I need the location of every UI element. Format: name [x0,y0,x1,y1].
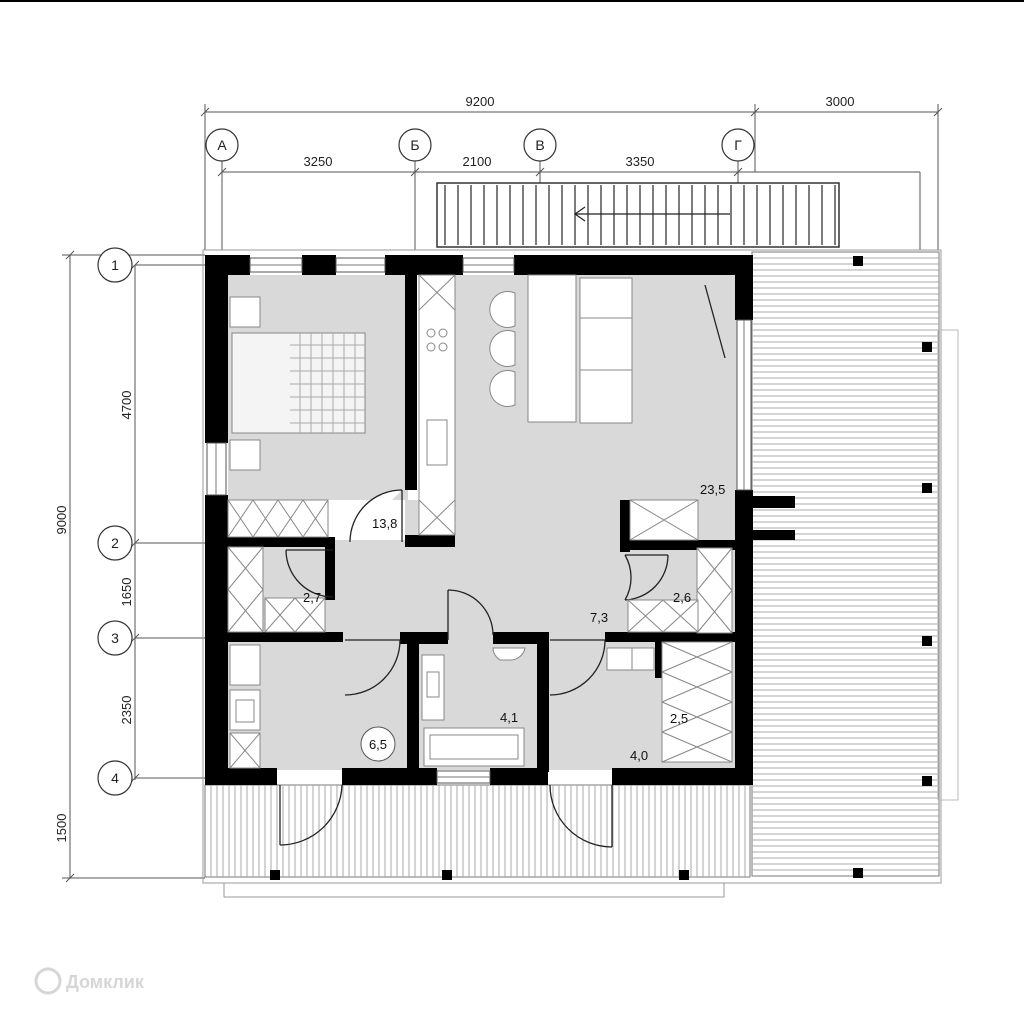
window-glazing [215,264,745,778]
area-living-kitchen: 23,5 [700,482,725,497]
dim-top-overall: 9200 [466,94,495,109]
area-bathroom: 4,1 [500,710,518,725]
axis-row-1: 1 [111,257,119,273]
area-entry: 4,0 [630,748,648,763]
watermark-text: Домклик [66,972,145,992]
axis-col-g: Г [734,137,742,153]
dim-left-34: 2350 [119,696,134,725]
terrace-posts [270,256,932,880]
walls [205,255,795,785]
porch-deck [204,784,751,878]
porch-step [223,882,725,898]
dim-left-12: 4700 [119,391,134,420]
dim-top-ab: 3250 [304,154,333,169]
axis-col-v: В [535,137,544,153]
dim-left-23: 1650 [119,578,134,607]
area-storage: 2,5 [670,711,688,726]
area-laundry: 6,5 [369,737,387,752]
area-wardrobe-left: 2,7 [303,590,321,605]
area-laundry-badge [360,726,396,762]
dim-top-vg: 3350 [626,154,655,169]
axis-row-3: 3 [111,630,119,646]
dim-left-overall: 9000 [54,506,69,535]
terrace-deck [751,251,959,877]
axis-markers [97,128,755,796]
axis-row-2: 2 [111,535,119,551]
area-bedroom: 13,8 [372,516,397,531]
furniture [227,274,733,769]
cabinet-crosses [227,274,733,769]
doors [279,284,726,848]
axis-row-4: 4 [111,770,119,786]
entrance-ramp [436,182,840,248]
area-hall: 7,3 [590,610,608,625]
axis-col-a: А [217,137,227,153]
area-wardrobe-right: 2,6 [673,590,691,605]
dim-left-porch: 1500 [54,814,69,843]
dimension-lines [62,104,943,883]
dim-top-bv: 2100 [463,154,492,169]
dim-top-terrace: 3000 [826,94,855,109]
axis-col-b: Б [410,137,419,153]
watermark: Домклик [34,967,145,995]
